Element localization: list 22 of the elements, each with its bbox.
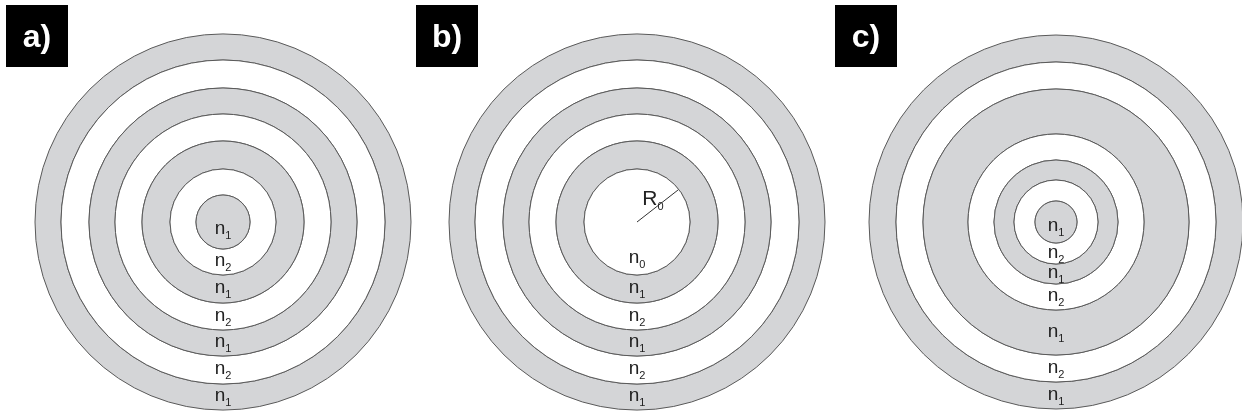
index-label: n$_{1}$ <box>628 331 646 356</box>
index-label: n$_{1}$ <box>628 277 646 302</box>
index-label: n$_{1}$ <box>628 385 646 410</box>
index-label: n$_{2}$ <box>1047 356 1065 382</box>
radius-label: R$_{0}$ <box>642 188 664 215</box>
index-label: n$_{1}$ <box>214 277 232 302</box>
index-label: n$_{1}$ <box>214 385 232 410</box>
index-label: n$_{2}$ <box>1047 285 1065 310</box>
panel-tag: b) <box>416 5 478 67</box>
index-label: n$_{2}$ <box>214 304 232 330</box>
index-label: n$_{1}$ <box>214 331 232 356</box>
panel-tag: a) <box>6 5 68 67</box>
index-label: n$_{1}$ <box>1047 215 1065 240</box>
index-label: n$_{1}$ <box>214 218 232 243</box>
index-label: n$_{2}$ <box>214 358 232 383</box>
index-label: n$_{1}$ <box>1047 383 1065 409</box>
index-label: n$_{1}$ <box>1047 320 1065 346</box>
index-label: n$_{2}$ <box>214 250 232 275</box>
index-label: n$_{2}$ <box>628 304 646 330</box>
panel-tag: c) <box>835 5 897 67</box>
index-label: n$_{2}$ <box>628 358 646 383</box>
index-label: n$_{0}$ <box>628 247 646 272</box>
